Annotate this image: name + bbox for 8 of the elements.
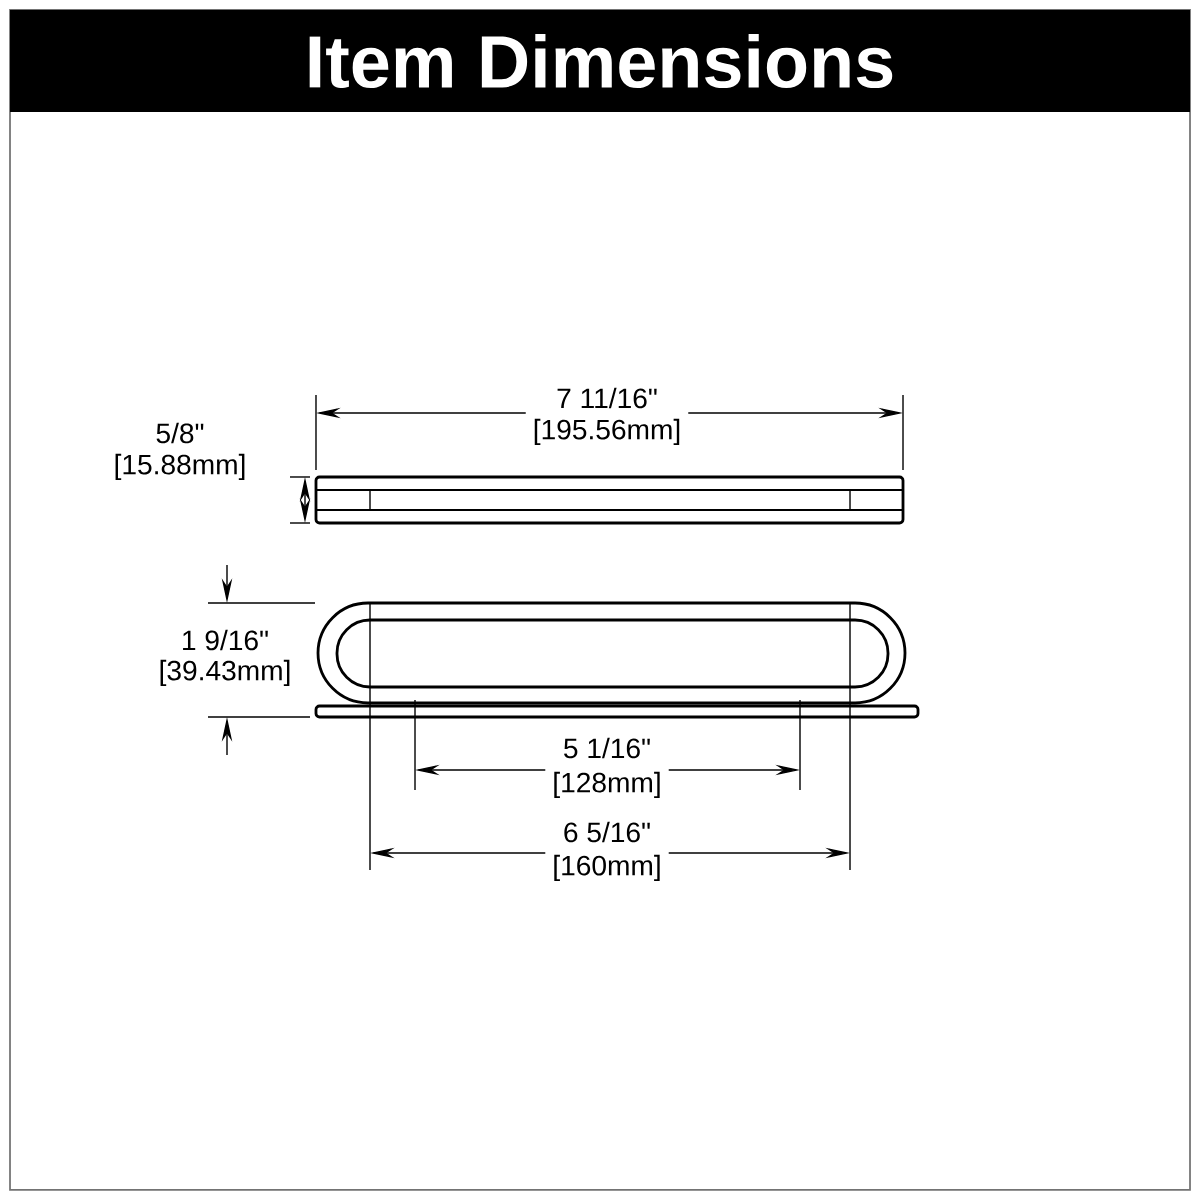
dimension-text: [160mm] [545,847,669,889]
dimension-text: [39.43mm] [151,652,299,694]
dimension-text: [15.88mm] [106,446,254,488]
dimension-text: [128mm] [545,764,669,806]
header-banner: Item Dimensions [10,10,1190,112]
dimension-text: [195.56mm] [525,411,689,453]
dimension-text: 5 1/16" [555,730,659,766]
dimension-text: 6 5/16" [555,814,659,850]
